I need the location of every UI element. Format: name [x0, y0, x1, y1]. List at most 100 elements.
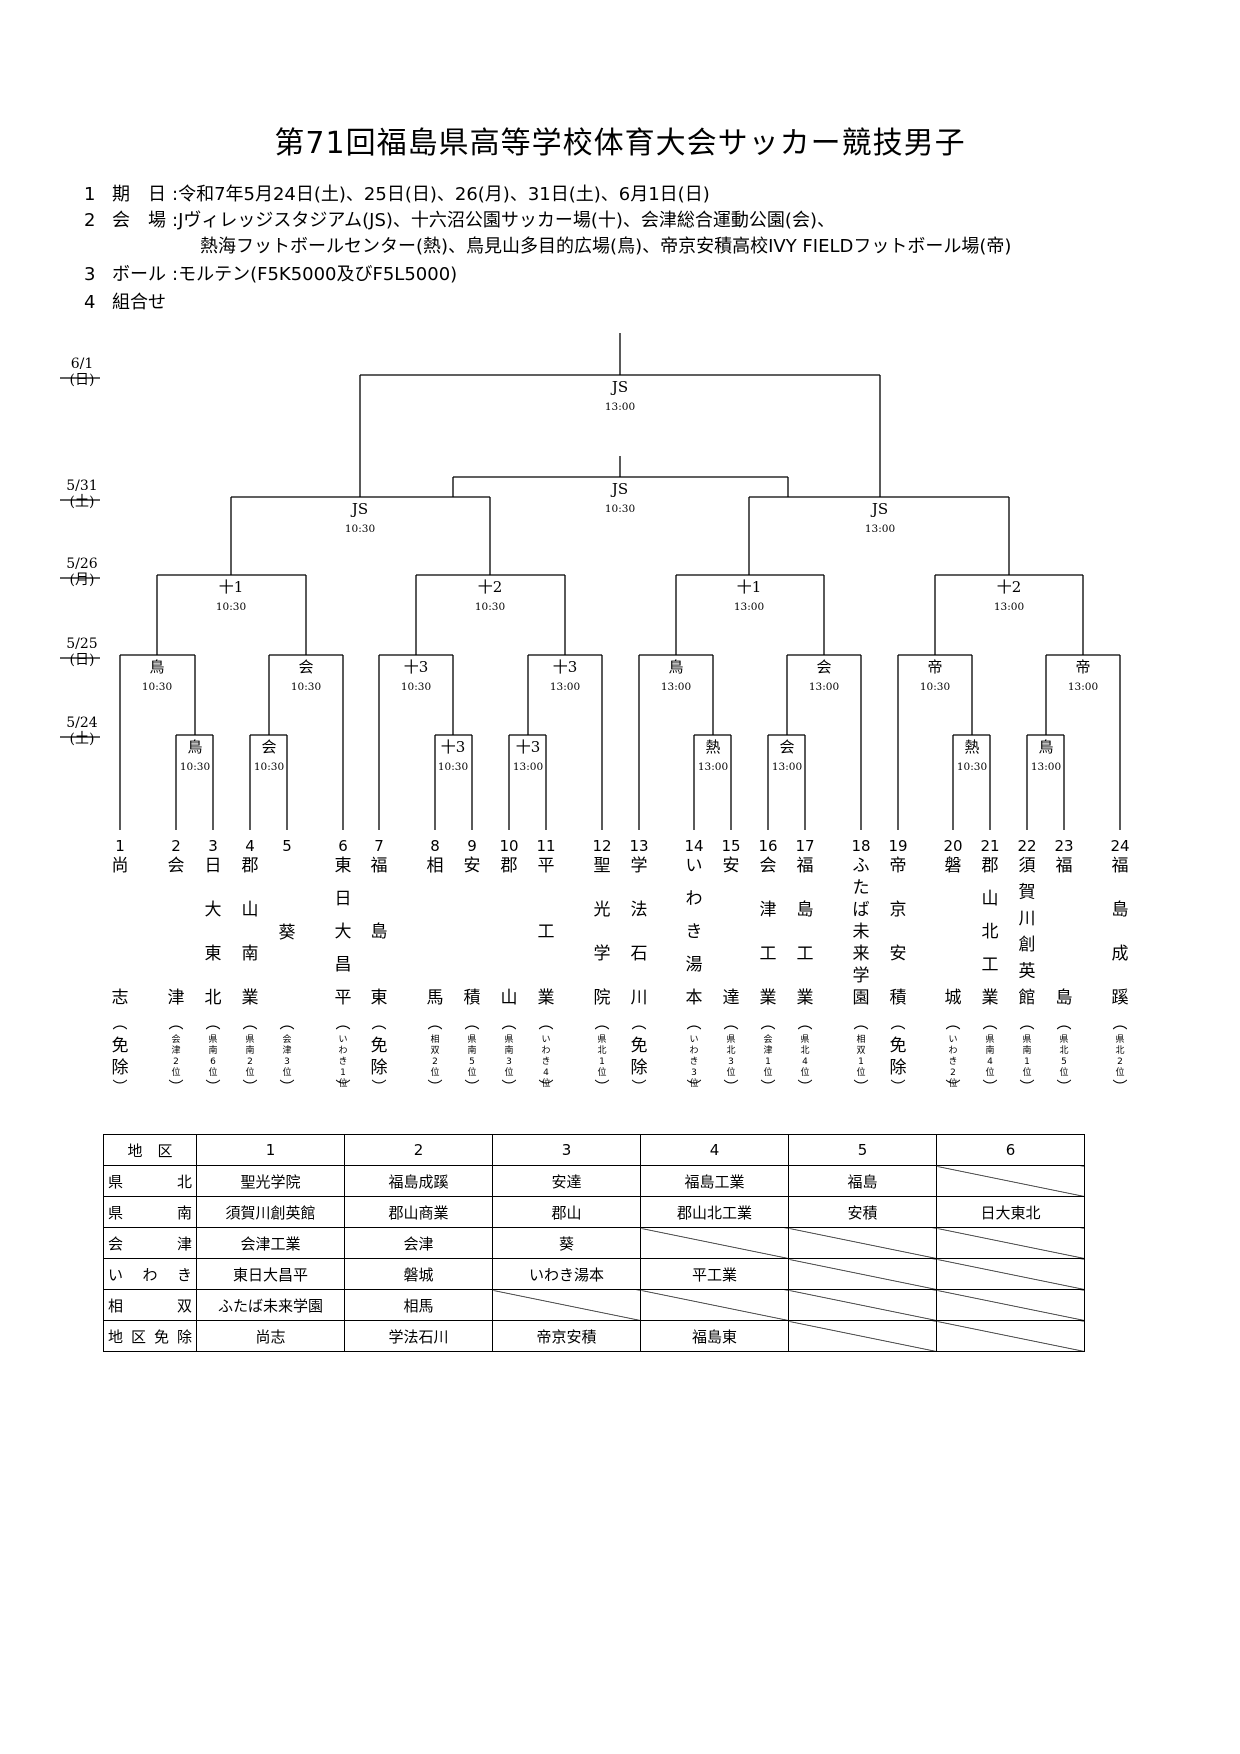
- team-name-char: 郡: [501, 856, 518, 876]
- game-venue: 十2: [478, 578, 503, 596]
- note-close-paren: ︶: [686, 1078, 701, 1096]
- team-name-char: 尚: [112, 856, 129, 876]
- note-char: 位: [245, 1066, 254, 1078]
- date-labels: 6/1(日)5/31(土)5/26(月)5/25(日)5/24(土): [66, 356, 98, 747]
- day-label: (日): [70, 372, 95, 388]
- game-venue: 鳥: [187, 738, 202, 756]
- game-time: 13:00: [513, 761, 543, 773]
- game-venue: 会: [779, 738, 794, 756]
- team-name-char: 大: [335, 922, 352, 942]
- note-char: い: [689, 1035, 698, 1045]
- game-time: 10:30: [142, 681, 172, 693]
- game-time: 10:30: [957, 761, 987, 773]
- district-row: いわき東日大昌平磐城いわき湯本平工業: [103, 1258, 1085, 1290]
- district-cell: 相馬: [344, 1289, 493, 1321]
- note-char: 位: [1022, 1066, 1031, 1078]
- team-name-char: 法: [631, 900, 648, 920]
- team-name-char: 石: [631, 944, 648, 964]
- note-char: 県: [1059, 1034, 1068, 1045]
- game-venue: 十3: [441, 738, 466, 756]
- date-label: 6/1: [71, 356, 94, 372]
- team-name-char: 東: [335, 856, 352, 876]
- team-name-char: 郡: [242, 856, 259, 876]
- note-char: 南: [208, 1044, 217, 1056]
- game-time: 10:30: [345, 523, 375, 535]
- note-char: 位: [985, 1066, 994, 1078]
- district-cell-empty: [788, 1320, 937, 1352]
- note-close-paren: ︶: [1019, 1078, 1034, 1096]
- note-char: 津: [171, 1045, 180, 1056]
- note-char: 会: [763, 1033, 772, 1045]
- game-venue: 帝: [927, 658, 942, 676]
- team-name-char: 馬: [427, 988, 444, 1008]
- note-char: 5: [469, 1057, 475, 1067]
- note-open-paren: ︵: [538, 1014, 553, 1032]
- info-text: :モルテン(F5K5000及びF5L5000): [172, 264, 458, 285]
- note-open-paren: ︵: [242, 1014, 257, 1032]
- note-char: 県: [504, 1034, 513, 1045]
- district-cell: 福島成蹊: [344, 1165, 493, 1197]
- note-char: 免: [371, 1036, 388, 1056]
- note-char: 北: [597, 1045, 606, 1056]
- note-char: 6: [210, 1057, 216, 1067]
- game-time: 13:00: [605, 401, 635, 413]
- team-name-char: 積: [890, 988, 907, 1008]
- district-name: 地区免除: [103, 1320, 197, 1352]
- team-name-char: 北: [205, 988, 222, 1008]
- game-time: 13:00: [550, 681, 580, 693]
- district-cell: 葵: [492, 1227, 641, 1259]
- team-name-char: 福: [1112, 856, 1129, 876]
- team-name-char: 達: [723, 988, 740, 1008]
- team-name-char: 川: [631, 988, 648, 1008]
- team-number: 19: [888, 837, 907, 855]
- note-char: 県: [467, 1034, 476, 1045]
- note-char: 位: [726, 1066, 735, 1078]
- note-char: 1: [340, 1068, 346, 1078]
- game-venue: 十2: [997, 578, 1022, 596]
- note-char: 北: [726, 1045, 735, 1056]
- team-number: 2: [171, 837, 181, 855]
- header-col-5: 5: [788, 1134, 937, 1166]
- note-open-paren: ︵: [945, 1014, 960, 1032]
- note-char: い: [338, 1035, 347, 1045]
- note-char: 位: [430, 1066, 439, 1078]
- district-cell: 須賀川創英館: [196, 1196, 345, 1228]
- game-venue: 会: [816, 658, 831, 676]
- team-name-char: 聖: [594, 856, 611, 876]
- game-time: 10:30: [438, 761, 468, 773]
- note-char: 位: [948, 1077, 957, 1089]
- note-close-paren: ︶: [427, 1078, 442, 1096]
- team-name-char: 島: [371, 922, 388, 942]
- game-time: 13:00: [865, 523, 895, 535]
- note-close-paren: ︶: [279, 1078, 294, 1096]
- note-close-paren: ︶: [242, 1078, 257, 1096]
- team-name-char: 安: [723, 856, 740, 876]
- note-close-paren: ︶: [1112, 1078, 1127, 1096]
- game-venue: JS: [610, 378, 628, 396]
- game-time: 10:30: [401, 681, 431, 693]
- game-venue: JS: [350, 500, 368, 518]
- team-labels: 1尚志︵免除︶2会津︵会津2位︶3日大東北︵県南6位︶4郡山南業︵県南2位︶5葵…: [112, 837, 1130, 1096]
- district-cell: いわき湯本: [492, 1258, 641, 1290]
- note-char: 位: [282, 1066, 291, 1078]
- note-close-paren: ︶: [594, 1078, 609, 1096]
- district-cell: 学法石川: [344, 1320, 493, 1352]
- district-cell: 福島工業: [640, 1165, 789, 1197]
- note-char: 県: [985, 1034, 994, 1045]
- team-name-char: 工: [982, 955, 999, 975]
- note-char: 3: [506, 1057, 512, 1067]
- page-title: 第71回福島県高等学校体育大会サッカー競技男子: [274, 126, 966, 161]
- info-line-3: 熱海フットボールセンター(熱)、鳥見山多目的広場(鳥)、帝京安積高校IVY FI…: [182, 232, 1011, 258]
- district-cell-empty: [640, 1289, 789, 1321]
- team-number: 20: [943, 837, 962, 855]
- team-name-char: 業: [538, 988, 555, 1008]
- team-name-char: 須: [1019, 856, 1036, 876]
- team-name-char: 学: [594, 944, 611, 964]
- team-name-char: 会: [168, 856, 185, 876]
- team-name-char: 東: [371, 988, 388, 1008]
